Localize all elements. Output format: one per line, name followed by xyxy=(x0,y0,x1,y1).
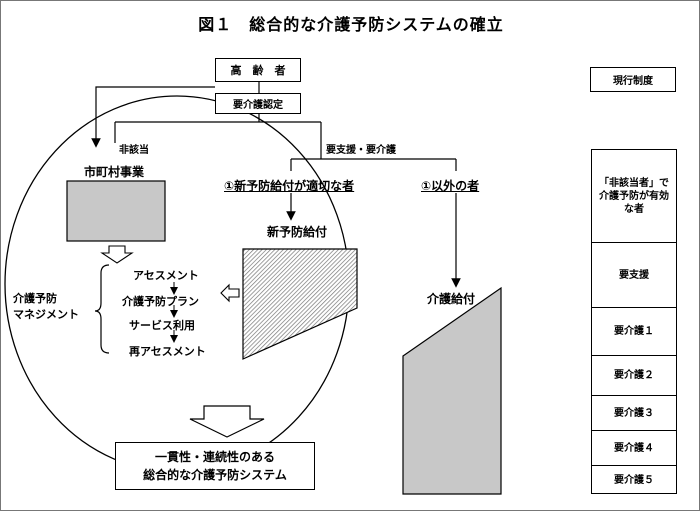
label-non-applicable: 非該当 xyxy=(119,145,149,156)
current-system-row-care5: 要介護５ xyxy=(592,465,676,495)
current-system-row-non-applicable: 「非該当者」で 介護予防が有効 な者 xyxy=(599,177,669,215)
current-system-column: 「非該当者」で 介護予防が有効 な者 要支援 要介護１ 要介護２ 要介護３ 要介… xyxy=(591,149,677,494)
current-system-row-care2: 要介護２ xyxy=(592,355,676,395)
municipal-project-box xyxy=(66,180,166,242)
management-step-service: サービス利用 xyxy=(129,319,195,332)
current-system-header: 現行制度 xyxy=(590,67,676,92)
elderly-box: 高 齢 者 xyxy=(215,58,301,82)
care-benefit-shape xyxy=(402,286,502,495)
municipal-project-label: 市町村事業 xyxy=(84,165,145,179)
current-system-row-care4: 要介護４ xyxy=(592,430,676,465)
management-step-reassessment: 再アセスメント xyxy=(129,345,206,358)
label-support-care: 要支援・要介護 xyxy=(326,145,396,156)
other-target-label: ①以外の者 xyxy=(421,179,480,193)
result-box: 一貫性・連続性のある 総合的な介護予防システム xyxy=(115,442,315,490)
new-benefit-target-label: ①新予防給付が適切な者 xyxy=(224,179,355,193)
new-prevention-benefit-shape xyxy=(242,248,358,360)
certification-box: 要介護認定 xyxy=(215,93,301,114)
prevention-management-label: 介護予防 マネジメント xyxy=(13,292,79,321)
management-step-plan: 介護予防プラン xyxy=(122,295,199,308)
management-step-assessment: アセスメント xyxy=(133,269,199,282)
current-system-row-care3: 要介護３ xyxy=(592,395,676,430)
care-benefit-label: 介護給付 xyxy=(427,292,476,306)
current-system-row-care1: 要介護１ xyxy=(592,307,676,355)
current-system-row-support: 要支援 xyxy=(592,242,676,307)
figure-title: 図１ 総合的な介護予防システムの確立 xyxy=(198,15,504,34)
new-prevention-benefit-label: 新予防給付 xyxy=(267,225,328,239)
